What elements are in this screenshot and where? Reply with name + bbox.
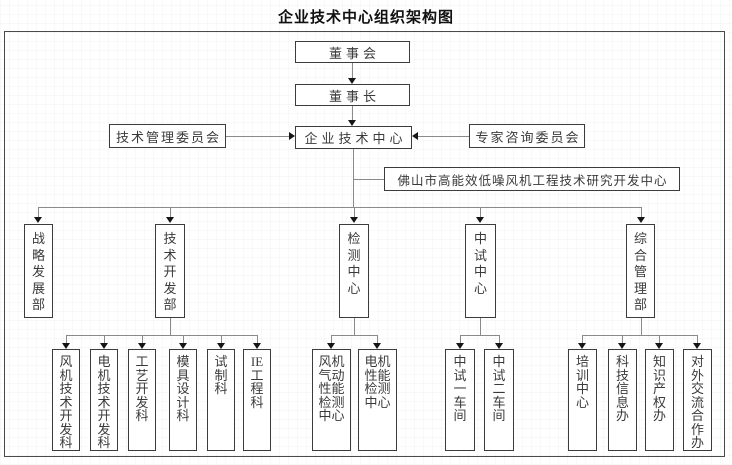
arrowhead-down (166, 217, 174, 223)
arrowhead-down (456, 343, 464, 349)
arrowhead-down (693, 343, 701, 349)
arrowhead-down (62, 343, 70, 349)
connector-line (354, 318, 355, 335)
node-fan-tech-dev-section: 风机技术开发科 (52, 349, 80, 451)
connector-line (641, 207, 642, 218)
connector-line (480, 318, 481, 335)
diagram-frame (4, 31, 725, 457)
connector-line (353, 179, 384, 180)
arrowhead-down (217, 343, 225, 349)
connector-line (331, 335, 378, 336)
connector-line (353, 149, 354, 208)
node-process-dev-section: 工艺开发科 (128, 349, 156, 451)
arrowhead-down (618, 343, 626, 349)
arrowhead-left (412, 132, 418, 140)
node-dept-testing: 检测中心 (339, 224, 369, 318)
arrowhead-down (100, 343, 108, 349)
node-pilot-workshop-1: 中试一车间 (445, 349, 475, 451)
connector-line (460, 335, 500, 336)
connector-line (221, 335, 222, 344)
connector-line (257, 335, 258, 344)
arrowhead-down (253, 343, 261, 349)
node-chairman: 董事长 (295, 84, 410, 106)
connector-line (460, 335, 461, 344)
connector-line (331, 335, 332, 344)
connector-line (66, 335, 258, 336)
node-expert-committee: 专家咨询委员会 (469, 124, 585, 148)
node-motor-tech-dev-section: 电机技术开发科 (90, 349, 118, 451)
arrowhead-down (373, 343, 381, 349)
node-dept-strategy: 战略发展部 (24, 224, 53, 318)
connector-line (170, 318, 171, 335)
node-training-center: 培训中心 (568, 349, 597, 451)
connector-line (418, 136, 469, 137)
arrowhead-down (637, 217, 645, 223)
arrowhead-down (34, 217, 42, 223)
arrowhead-down (495, 343, 503, 349)
arrowhead-down (350, 217, 358, 223)
connector-line (499, 335, 500, 344)
node-ie-engineering-section: IE工程科 (243, 349, 271, 451)
arrowhead-down (578, 343, 586, 349)
node-pilot-workshop-2: 中试二车间 (484, 349, 514, 451)
arrowhead-down (327, 343, 335, 349)
node-rd-center: 佛山市高能效低噪风机工程技术研究开发中心 (384, 167, 680, 191)
node-dept-pilot: 中试中心 (465, 224, 496, 318)
arrowhead-down (655, 343, 663, 349)
connector-line (352, 63, 353, 79)
arrowhead-down (348, 78, 356, 84)
node-motor-perf-testing-center: 电机性能检测中心 (358, 349, 397, 451)
arrowhead-right (289, 132, 295, 140)
connector-line (622, 335, 623, 344)
arrowhead-down (138, 343, 146, 349)
connector-line (104, 335, 105, 344)
connector-line (226, 136, 290, 137)
connector-line (582, 335, 698, 336)
connector-line (66, 335, 67, 344)
node-sci-tech-info-office: 科技信息办 (608, 349, 637, 451)
diagram-title: 企业技术中心组织架构图 (277, 10, 454, 26)
connector-line (641, 318, 642, 335)
connector-line (697, 335, 698, 344)
node-dept-admin: 综合管理部 (626, 224, 655, 318)
node-trial-production-section: 试制科 (207, 349, 235, 451)
connector-line (352, 106, 353, 121)
node-ip-office: 知识产权办 (645, 349, 674, 451)
node-fan-aero-testing-center: 风机气动性能检测中心 (312, 349, 351, 451)
connector-line (170, 207, 171, 218)
node-dept-tech-dev: 技术开发部 (155, 224, 185, 318)
arrowhead-down (348, 120, 356, 126)
connector-line (480, 207, 481, 218)
arrowhead-down (179, 343, 187, 349)
node-external-cooperation-office: 对外交流合作办 (683, 349, 712, 451)
arrowhead-down (476, 217, 484, 223)
connector-line (38, 207, 642, 208)
connector-line (183, 335, 184, 344)
connector-line (659, 335, 660, 344)
node-board: 董事会 (295, 41, 410, 63)
connector-line (377, 335, 378, 344)
node-tech-center: 企业技术中心 (295, 126, 412, 149)
node-tech-mgmt-committee: 技术管理委员会 (109, 124, 226, 148)
connector-line (38, 207, 39, 218)
connector-line (142, 335, 143, 344)
node-mold-design-section: 模具设计科 (169, 349, 197, 451)
connector-line (354, 207, 355, 218)
connector-line (582, 335, 583, 344)
